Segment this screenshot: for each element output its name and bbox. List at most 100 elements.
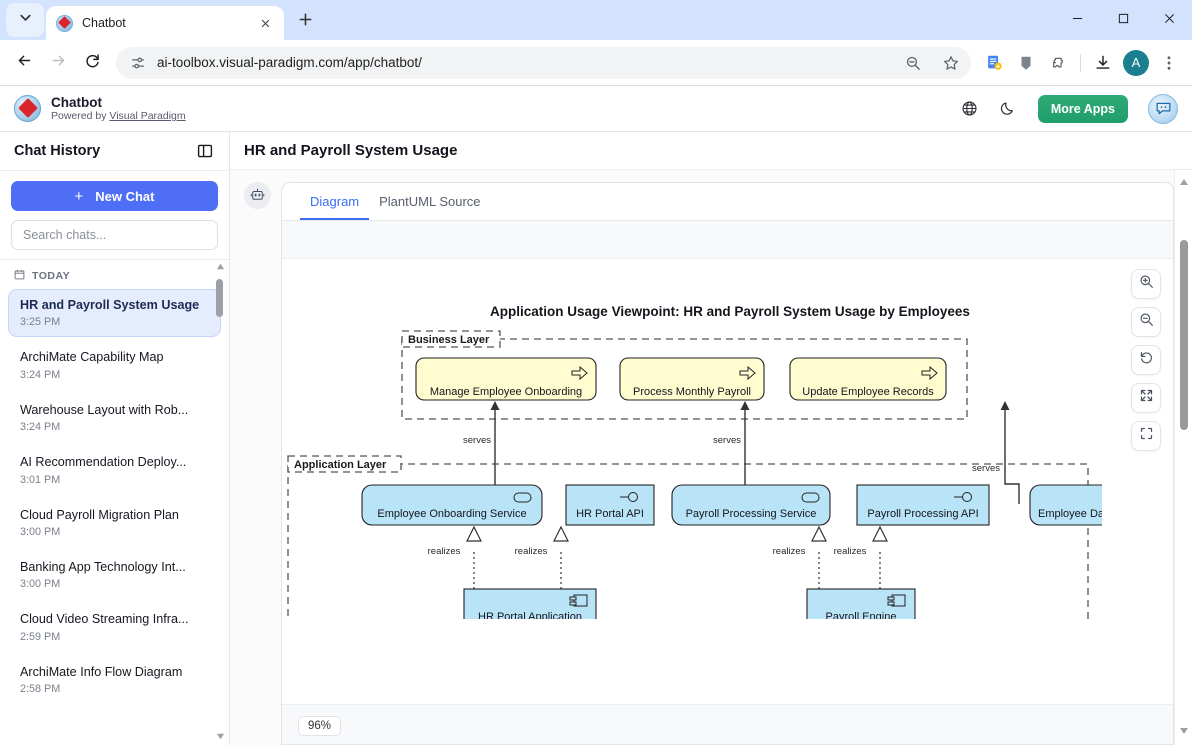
close-icon[interactable] — [256, 14, 274, 32]
search-chats-input[interactable] — [11, 220, 218, 250]
assistant-message-row: Diagram PlantUML Source Application Usag… — [230, 170, 1174, 745]
business-node-manage-employee-onboarding[interactable]: Manage Employee Onboarding — [415, 357, 597, 401]
address-bar[interactable]: ai-toolbox.visual-paradigm.com/app/chatb… — [116, 46, 971, 79]
new-tab-button[interactable] — [290, 7, 320, 37]
node-label: Payroll Processing API — [867, 508, 978, 520]
downloads-icon[interactable] — [1088, 48, 1118, 78]
component-node-hr-portal-application[interactable]: HR Portal Application — [463, 588, 597, 619]
artifact-toolbar — [282, 221, 1173, 259]
component-icon — [569, 594, 588, 607]
url-text: ai-toolbox.visual-paradigm.com/app/chatb… — [157, 55, 422, 70]
process-arrow-icon — [571, 365, 588, 381]
component-node-payroll-engine[interactable]: Payroll Engine — [806, 588, 916, 619]
zoom-out-icon — [1139, 312, 1154, 332]
application-node-payroll-processing-service[interactable]: Payroll Processing Service — [671, 484, 831, 526]
browser-tab[interactable]: Chatbot — [46, 6, 284, 40]
browser-toolbar: ai-toolbox.visual-paradigm.com/app/chatb… — [0, 40, 1192, 86]
main-title-bar: HR and Payroll System Usage — [230, 132, 1192, 170]
sidebar-title: Chat History — [14, 143, 101, 159]
save-to-doc-extension-icon[interactable] — [979, 48, 1009, 78]
robot-icon — [244, 182, 271, 209]
sidebar-scroll-thumb[interactable] — [216, 279, 223, 317]
sidebar-actions: + New Chat — [0, 171, 229, 260]
tag-extension-icon[interactable] — [1011, 48, 1041, 78]
fit-to-screen-button[interactable] — [1131, 383, 1161, 413]
application-node-employee-onboarding-service[interactable]: Employee Onboarding Service — [361, 484, 543, 526]
extensions-puzzle-icon[interactable] — [1043, 48, 1073, 78]
tab-plantuml-source[interactable]: PlantUML Source — [379, 194, 481, 209]
visual-paradigm-globe-icon — [56, 14, 73, 32]
scroll-down-arrow-icon[interactable] — [216, 730, 225, 745]
chat-item-time: 3:25 PM — [20, 316, 61, 329]
reload-icon — [84, 52, 101, 74]
window-maximize-button[interactable] — [1100, 0, 1146, 40]
realizes-relation-3: realizes — [773, 525, 827, 589]
app-branding: Chatbot Powered by Visual Paradigm — [51, 95, 186, 123]
zoom-out-button[interactable] — [1131, 307, 1161, 337]
toolbar-divider — [1080, 53, 1081, 72]
fullscreen-corners-icon — [1139, 426, 1154, 446]
application-node-hr-portal-api[interactable]: HR Portal API — [565, 484, 655, 526]
profile-avatar[interactable]: A — [1123, 49, 1149, 76]
window-minimize-button[interactable] — [1054, 0, 1100, 40]
chat-list-item-6[interactable]: Cloud Video Streaming Infra... 2:59 PM — [8, 603, 221, 651]
chat-scroll-thumb[interactable] — [1180, 240, 1188, 430]
chat-list-item-7[interactable]: ArchiMate Info Flow Diagram 2:58 PM — [8, 656, 221, 704]
diagram-canvas[interactable]: Application Usage Viewpoint: HR and Payr… — [282, 259, 1173, 704]
dark-mode-moon-icon[interactable] — [994, 95, 1022, 123]
user-chat-avatar[interactable] — [1148, 93, 1178, 124]
chat-list-item-4[interactable]: Cloud Payroll Migration Plan 3:00 PM — [8, 499, 221, 547]
zoom-level-badge[interactable]: 96% — [298, 716, 342, 736]
fullscreen-button[interactable] — [1131, 421, 1161, 451]
business-node-update-employee-records[interactable]: Update Employee Records — [789, 357, 947, 401]
business-node-process-monthly-payroll[interactable]: Process Monthly Payroll — [619, 357, 765, 401]
page-search-icon[interactable] — [899, 49, 927, 77]
chat-scrollbar[interactable] — [1174, 170, 1192, 745]
chat-list-item-1[interactable]: ArchiMate Capability Map 3:24 PM — [8, 341, 221, 389]
sidebar-scroll-track[interactable] — [213, 275, 227, 730]
chat-history-sidebar: Chat History + New Chat TODAY HR and Pay… — [0, 132, 230, 745]
chat-item-title: Cloud Payroll Migration Plan — [20, 507, 179, 522]
scroll-down-arrow-icon[interactable] — [1179, 723, 1189, 741]
site-settings-icon[interactable] — [129, 54, 147, 72]
main-content: HR and Payroll System Usage Diagram — [230, 132, 1192, 745]
application-node-payroll-processing-api[interactable]: Payroll Processing API — [856, 484, 990, 526]
chat-list-item-5[interactable]: Banking App Technology Int... 3:00 PM — [8, 551, 221, 599]
chat-list-item-0[interactable]: HR and Payroll System Usage 3:25 PM — [8, 289, 221, 338]
language-globe-icon[interactable] — [956, 95, 984, 123]
window-controls — [1054, 0, 1192, 40]
sidebar-scrollbar[interactable] — [213, 260, 227, 745]
chat-item-title: Warehouse Layout with Rob... — [20, 402, 189, 417]
window-close-button[interactable] — [1146, 0, 1192, 40]
bookmark-star-icon[interactable] — [937, 49, 965, 77]
tab-search-dropdown-button[interactable] — [6, 3, 44, 37]
node-label: Process Monthly Payroll — [633, 386, 751, 398]
scroll-up-arrow-icon[interactable] — [216, 260, 225, 275]
back-button[interactable] — [8, 47, 40, 79]
more-apps-button[interactable]: More Apps — [1037, 94, 1128, 123]
application-layer-label: Application Layer — [294, 459, 387, 471]
browser-tab-strip: Chatbot — [0, 0, 1192, 40]
tab-diagram[interactable]: Diagram — [300, 183, 370, 220]
plus-icon: + — [74, 187, 84, 205]
artifact-tab-bar: Diagram PlantUML Source — [282, 183, 1173, 221]
chat-item-time: 3:24 PM — [20, 368, 61, 381]
chat-item-title: HR and Payroll System Usage — [20, 298, 200, 312]
zoom-in-button[interactable] — [1131, 269, 1161, 299]
new-chat-button[interactable]: + New Chat — [11, 181, 218, 211]
application-node-employee-data-management[interactable]: Employee Data Manag — [1029, 484, 1102, 526]
interface-lollipop-icon — [954, 492, 972, 502]
chat-list-item-3[interactable]: AI Recommendation Deploy... 3:01 PM — [8, 446, 221, 494]
reload-button[interactable] — [76, 47, 108, 79]
chat-list-item-2[interactable]: Warehouse Layout with Rob... 3:24 PM — [8, 394, 221, 442]
edge-label-realizes: realizes — [515, 546, 548, 557]
chat-item-time: 3:24 PM — [20, 421, 61, 434]
chat-item-time: 3:00 PM — [20, 525, 61, 538]
reset-zoom-button[interactable] — [1131, 345, 1161, 375]
forward-button[interactable] — [42, 47, 74, 79]
visual-paradigm-link[interactable]: Visual Paradigm — [109, 110, 186, 123]
zoom-in-icon — [1139, 274, 1154, 294]
three-dot-menu-icon[interactable] — [1154, 48, 1184, 78]
panel-toggle-icon[interactable] — [195, 141, 215, 161]
scroll-up-arrow-icon[interactable] — [1179, 174, 1189, 192]
